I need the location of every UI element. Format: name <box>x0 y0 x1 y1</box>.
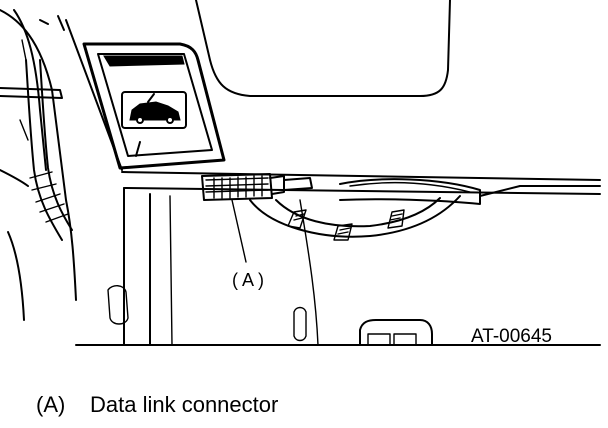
data-link-connector-icon <box>201 173 313 201</box>
dashboard-panel <box>65 0 601 346</box>
legend-key: (A) <box>36 392 66 417</box>
callout-label: ( A ) <box>232 270 264 290</box>
wiring-harness <box>0 59 73 321</box>
legend: (A) Data link connector <box>36 392 278 418</box>
callout-leader-line <box>231 199 247 263</box>
hood-release-lever <box>82 42 226 170</box>
car-hood-release-icon <box>129 93 181 124</box>
steering-column-cover <box>249 178 601 241</box>
figure-code: AT-00645 <box>471 326 552 347</box>
legend-text: Data link connector <box>90 392 279 417</box>
door-frame <box>0 9 77 301</box>
lower-panel-details <box>75 285 601 346</box>
